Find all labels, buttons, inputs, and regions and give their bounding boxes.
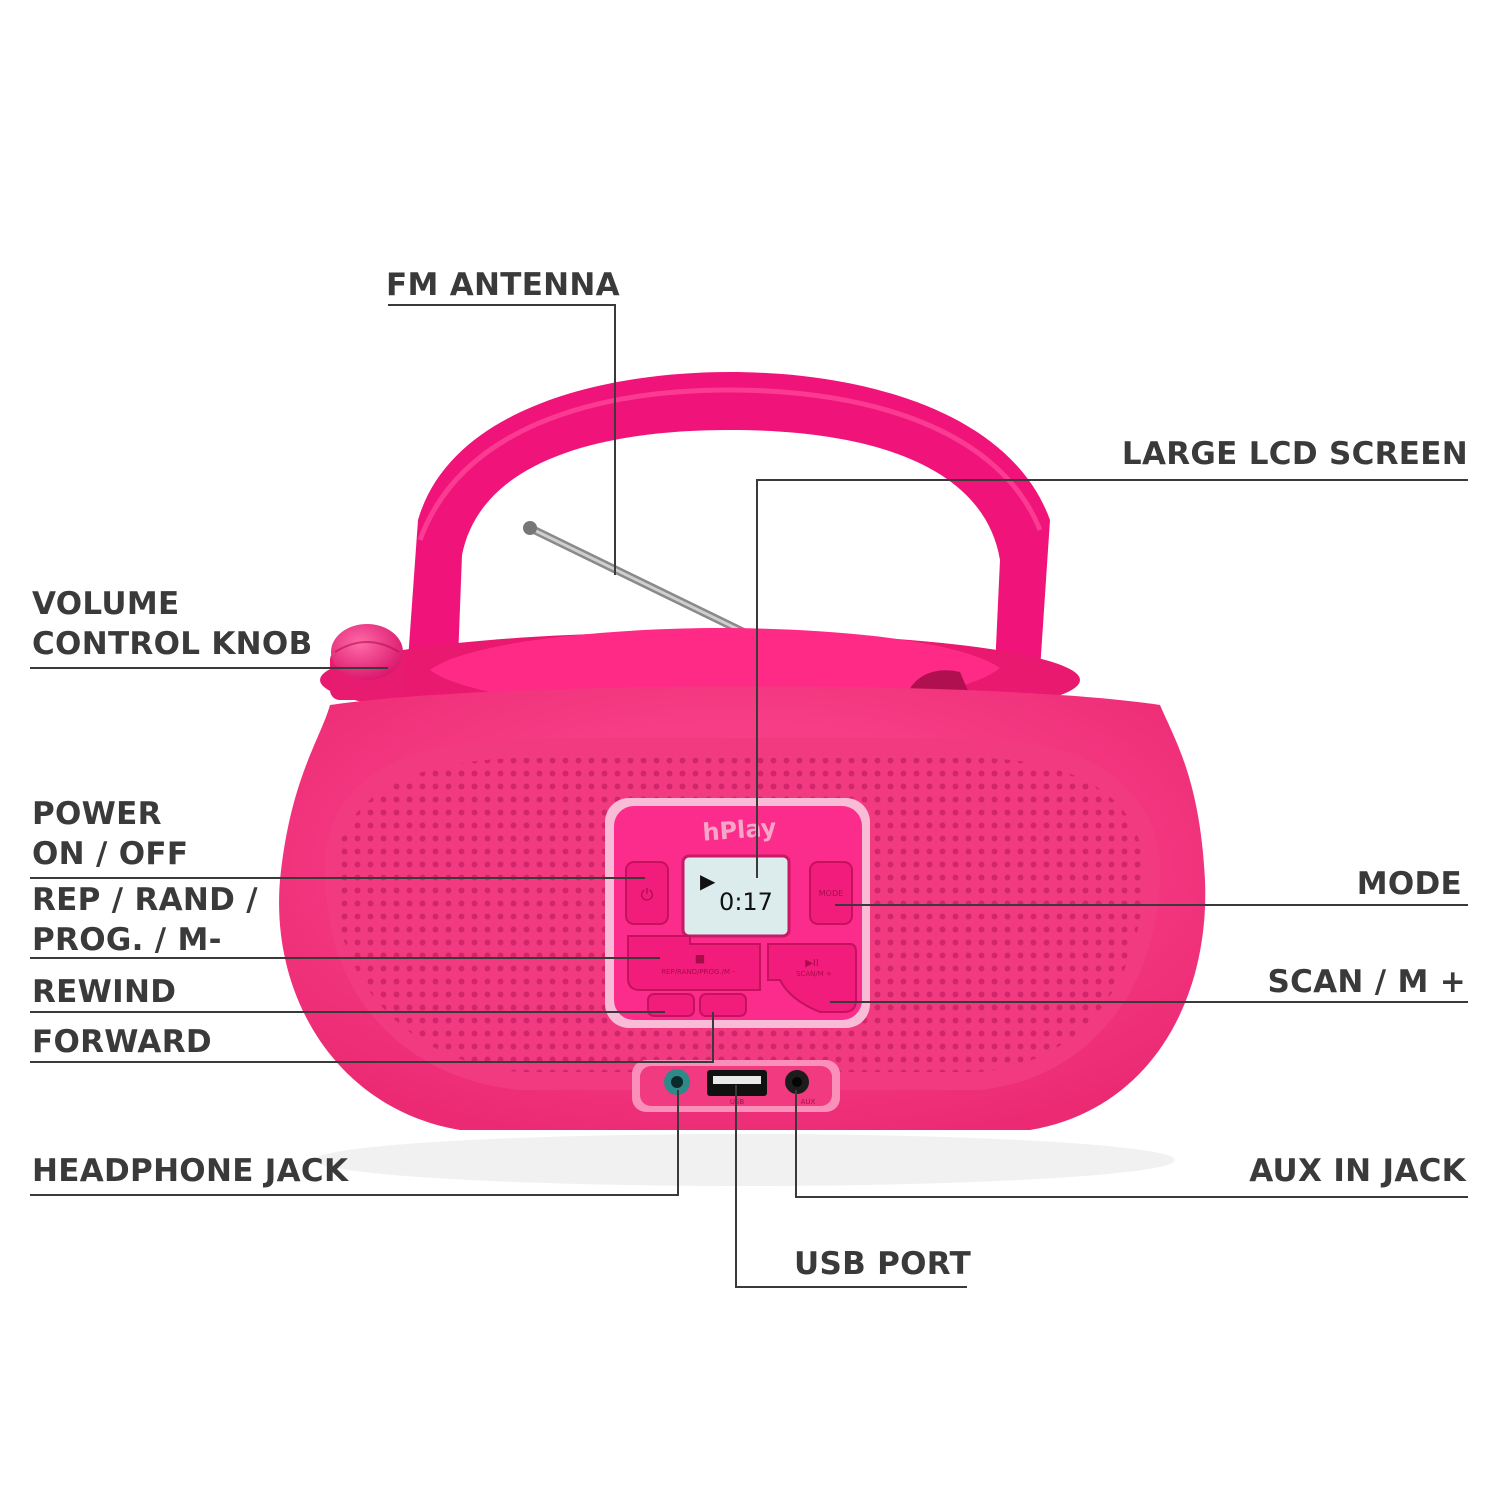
mode-button[interactable]: [809, 861, 853, 925]
scan-button-label: SCAN/M +: [796, 970, 832, 978]
line-fm-antenna: [388, 304, 616, 575]
scan-button[interactable]: [767, 943, 857, 1013]
fm-antenna: [523, 521, 764, 644]
label-scan: SCAN / M +: [1267, 964, 1466, 1000]
aux-jack-label: AUX: [801, 1098, 816, 1106]
mode-button-label: MODE: [819, 889, 843, 898]
label-mode: MODE: [1356, 866, 1462, 902]
play-pause-icon: ▶II: [805, 958, 819, 969]
headphone-jack[interactable]: [664, 1069, 690, 1095]
volume-knob: [330, 624, 404, 700]
label-forward: FORWARD: [32, 1024, 212, 1060]
callout-lines: [30, 304, 1468, 1288]
handle-highlight: [417, 387, 1043, 541]
label-fm-antenna: FM ANTENNA: [386, 267, 620, 303]
rewind-button[interactable]: [647, 993, 695, 1017]
usb-port-label: USB: [730, 1098, 745, 1106]
label-headphone-jack: HEADPHONE JACK: [32, 1153, 349, 1189]
lcd-play-symbol: ▶: [700, 869, 716, 893]
stop-icon: ■: [695, 952, 705, 965]
label-power: POWER ON / OFF: [32, 796, 189, 872]
line-lcd: [756, 479, 1468, 878]
rep-rand-prog-button[interactable]: [627, 935, 761, 991]
power-icon: ⏻: [641, 885, 654, 904]
line-usb: [735, 1085, 967, 1288]
label-usb-port: USB PORT: [794, 1246, 972, 1282]
floor-shadow: [315, 1134, 1175, 1186]
lcd-time: 0:17: [719, 888, 773, 916]
label-rep-rand-prog: REP / RAND / PROG. / M-: [32, 882, 258, 958]
line-aux: [795, 1090, 1468, 1198]
label-volume-knob: VOLUME CONTROL KNOB: [32, 586, 313, 662]
aux-jack[interactable]: [785, 1070, 809, 1094]
line-headphone: [30, 1090, 679, 1196]
label-lcd-screen: LARGE LCD SCREEN: [1121, 436, 1468, 472]
label-aux-in-jack: AUX IN JACK: [1249, 1153, 1466, 1189]
usb-port[interactable]: [707, 1070, 767, 1096]
line-forward: [30, 1012, 714, 1063]
lcd-screen: [681, 854, 791, 938]
label-rewind: REWIND: [32, 974, 177, 1010]
brand-logo: hPlay: [702, 813, 778, 846]
rep-button-label: REP/RAND/PROG./M -: [661, 968, 735, 976]
forward-button[interactable]: [699, 993, 747, 1017]
carry-handle: [408, 372, 1050, 670]
